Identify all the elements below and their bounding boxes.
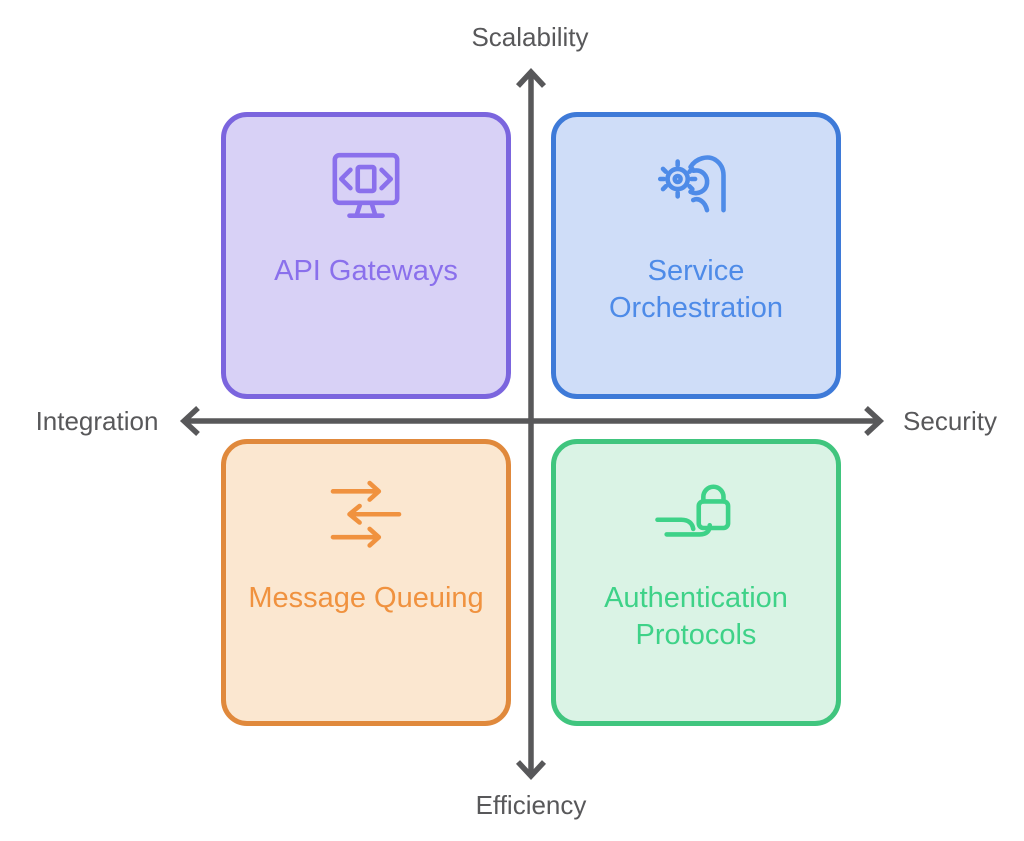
arrow-down-icon bbox=[515, 760, 547, 781]
quadrant-card-authentication-protocols: Authentication Protocols bbox=[551, 439, 841, 726]
monitor-code-icon bbox=[322, 149, 410, 231]
hand-holding-gear-icon bbox=[652, 149, 740, 231]
quadrant-label-message-queuing: Message Queuing bbox=[248, 582, 484, 614]
quadrant-label-service-orchestration: Service Orchestration bbox=[608, 255, 784, 324]
axis-label-scalability: Scalability bbox=[471, 22, 589, 52]
hand-holding-lock-icon bbox=[652, 476, 740, 558]
quadrant-label-api-gateways: API Gateways bbox=[274, 255, 458, 287]
arrow-up-icon bbox=[515, 67, 547, 88]
axis-label-security: Security bbox=[903, 406, 997, 436]
quadrant-card-message-queuing: Message Queuing bbox=[221, 439, 511, 726]
quadrant-label-authentication-protocols: Authentication Protocols bbox=[604, 582, 788, 651]
axis-label-integration: Integration bbox=[35, 406, 159, 436]
arrow-left-icon bbox=[179, 405, 200, 437]
quadrant-card-api-gateways: API Gateways bbox=[221, 112, 511, 399]
axis-label-efficiency: Efficiency bbox=[475, 790, 587, 820]
arrow-right-icon bbox=[864, 405, 885, 437]
data-transfer-arrows-icon bbox=[322, 476, 410, 558]
quadrant-card-service-orchestration: Service Orchestration bbox=[551, 112, 841, 399]
